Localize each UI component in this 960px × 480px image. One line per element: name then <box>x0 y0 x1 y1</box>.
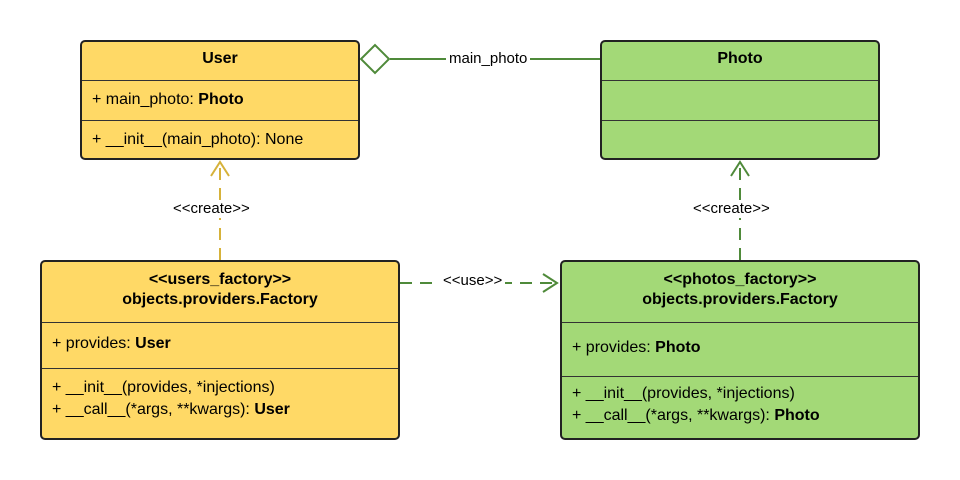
aggregation-label: main_photo <box>446 50 531 68</box>
photo-methods-section <box>602 120 878 158</box>
user-class-name: User <box>202 50 238 67</box>
users-factory-attribute: + provides: User <box>52 335 171 352</box>
user-class[interactable]: User + main_photo: Photo + __init__(main… <box>80 40 360 160</box>
photos-factory-method: + __call__(*args, **kwargs): Photo <box>572 407 820 424</box>
photos-create-arrowhead-icon <box>730 160 750 177</box>
users-factory-method: + __call__(*args, **kwargs): User <box>52 401 290 418</box>
aggregation-diamond-icon <box>359 43 391 75</box>
photo-attributes-section <box>602 80 878 120</box>
user-attribute: + main_photo: Photo <box>92 91 244 108</box>
users-factory-stereotype: <<users_factory>> <box>148 271 292 288</box>
photos-create-label: <<create>> <box>690 200 773 218</box>
users-create-label: <<create>> <box>170 200 253 218</box>
photos-factory-name: objects.providers.Factory <box>642 291 838 308</box>
photos-factory-stereotype: <<photos_factory>> <box>663 271 817 288</box>
users-factory-class[interactable]: <<users_factory>> objects.providers.Fact… <box>40 260 400 440</box>
photo-class-name: Photo <box>717 50 763 67</box>
use-label: <<use>> <box>440 272 506 290</box>
photo-class[interactable]: Photo <box>600 40 880 160</box>
use-arrowhead-icon <box>542 273 559 293</box>
users-factory-method: + __init__(provides, *injections) <box>52 379 275 396</box>
photos-factory-method: + __init__(provides, *injections) <box>572 385 795 402</box>
user-method: + __init__(main_photo): None <box>92 131 304 148</box>
photos-factory-class[interactable]: <<photos_factory>> objects.providers.Fac… <box>560 260 920 440</box>
users-create-arrowhead-icon <box>210 160 230 177</box>
photos-factory-attribute: + provides: Photo <box>572 339 701 356</box>
users-factory-name: objects.providers.Factory <box>122 291 318 308</box>
